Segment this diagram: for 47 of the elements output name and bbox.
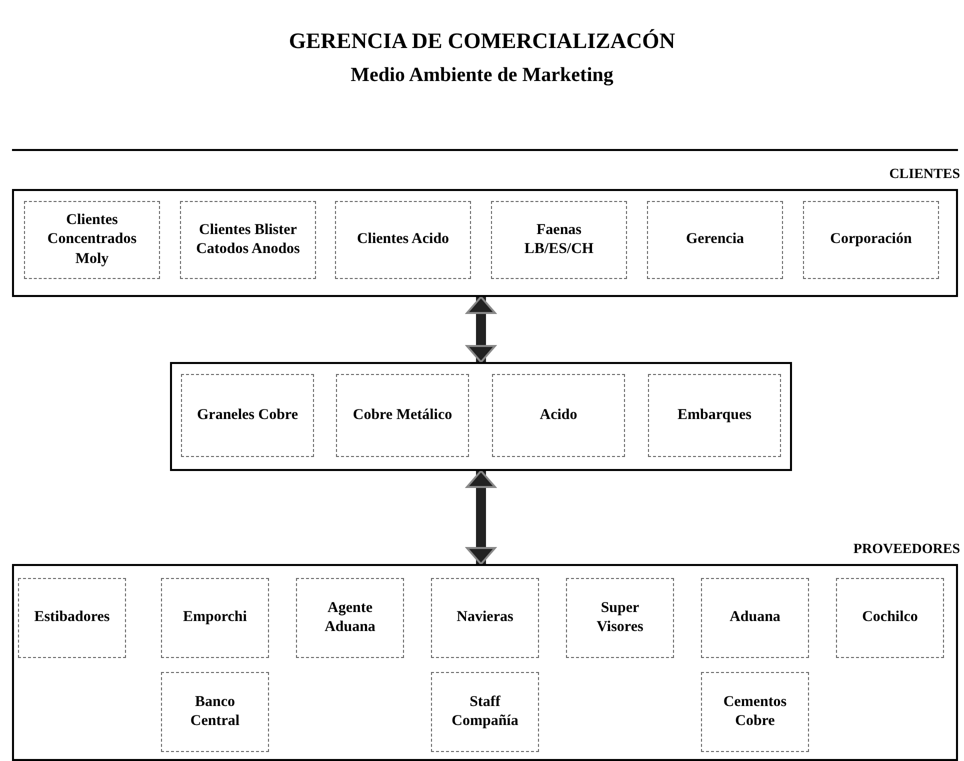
box-label: Clientes Blister Catodos Anodos [195,220,301,259]
entity-box [803,201,939,279]
entity-box [431,578,539,658]
entity-box [181,374,314,457]
entity-box [701,578,809,658]
entity-box [24,201,160,279]
box-label: Graneles Cobre [197,406,298,425]
box-label: Embarques [678,406,752,425]
box-label: Super Visores [596,598,644,637]
group-heading: PROVEEDORES [853,542,960,558]
entity-box [491,201,627,279]
subtitle: Medio Ambiente de Marketing [350,64,614,87]
entity-box [431,672,539,752]
title: GERENCIA DE COMERCIALIZACÓN [288,28,676,54]
entity-box [492,374,625,457]
box-label: Banco Central [189,692,241,731]
entity-box [18,578,126,658]
box-label: Cobre Metálico [352,406,452,425]
box-label: Cementos Cobre [722,692,788,731]
entity-box [647,201,783,279]
entity-box [161,672,269,752]
box-label: Navieras [456,608,514,628]
entity-box [836,578,944,658]
box-label: Agente Aduana [324,598,376,637]
entity-box [161,578,269,658]
double-arrow [466,296,496,363]
box-label: Faenas LB/ES/CH [523,220,595,259]
entity-box [296,578,404,658]
box-label: Aduana [730,608,780,628]
entity-box [180,201,316,279]
box-label: Clientes Acido [356,230,450,250]
double-arrow [466,470,496,565]
box-label: Corporación [830,230,912,250]
entity-box [648,374,781,457]
box-label: Cochilco [862,608,918,628]
box-label: Clientes Concentrados Moly [46,210,138,269]
entity-box [336,374,469,457]
box-label: Emporchi [183,608,247,628]
entity-box [335,201,471,279]
entity-box [701,672,809,752]
box-label: Gerencia [686,230,744,250]
box-label: Estibadores [34,608,110,628]
box-label: Acido [540,406,578,425]
box-label: Staff Compañía [450,692,520,731]
group-panel [170,362,792,471]
group-heading: CLIENTES [889,167,960,183]
entity-box [566,578,674,658]
